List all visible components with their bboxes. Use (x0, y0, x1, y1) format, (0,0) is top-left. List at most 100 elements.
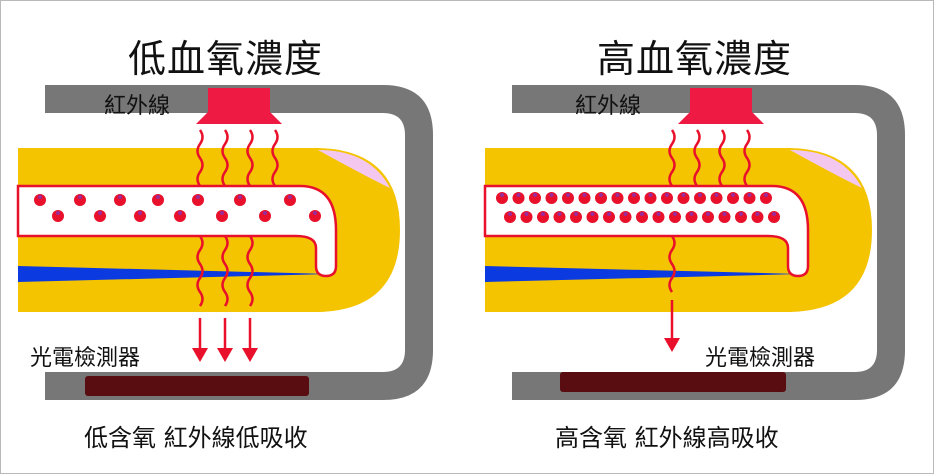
right-blood-cell-dot (640, 212, 644, 216)
left-title: 低血氧濃度 (128, 37, 324, 81)
right-blood-cell-dot (574, 212, 578, 216)
left-ir-wave-transmitted (246, 235, 254, 307)
right-ir-wave-incoming (668, 129, 676, 187)
right-blood-cell-dot (516, 193, 521, 197)
left-blood-cell (259, 210, 271, 222)
left-blood-cell (74, 194, 86, 206)
left-ir-wave-incoming (221, 129, 229, 187)
right-blood-cell-dot (500, 193, 504, 197)
right-blood-cell-dot (656, 212, 661, 216)
left-arrowhead (242, 348, 258, 362)
right-detector-label: 光電檢測器 (705, 346, 816, 371)
right-blood-cell (562, 192, 574, 204)
right-ir-label: 紅外線 (575, 94, 642, 119)
right-ir-emitter (690, 88, 752, 112)
left-ir-wave-incoming (196, 129, 204, 187)
right-blood-cell-dot (549, 193, 554, 197)
right-photodetector (560, 372, 786, 392)
left-blood-cell (192, 194, 204, 206)
left-blood-cell-dot (38, 195, 42, 199)
right-blood-cell (496, 192, 508, 204)
left-blood-cell-dot (138, 211, 142, 215)
left-arrowhead (217, 348, 233, 362)
right-blood-cell (702, 211, 714, 223)
left-blood-cell (216, 210, 228, 222)
right-blood-cell (694, 192, 706, 204)
right-blood-cell (628, 192, 640, 204)
right-blood-cell-dot (698, 193, 702, 197)
left-blood-cell-dot (78, 195, 82, 199)
left-blood-cell (234, 194, 246, 206)
right-blood-cell-dot (508, 212, 512, 216)
right-blood-cell-dot (714, 193, 719, 197)
left-diagram (16, 85, 433, 400)
right-blood-cell (512, 192, 525, 204)
left-nail-icon (318, 150, 390, 188)
right-blood-cell (768, 211, 780, 223)
right-blood-cell-dot (599, 193, 603, 197)
right-blood-cell-dot (681, 193, 686, 197)
right-ir-wave-incoming (743, 129, 751, 187)
left-blood-cell-dot (98, 211, 102, 215)
left-ir-label: 紅外線 (104, 94, 171, 119)
left-blood-cell (114, 194, 126, 206)
right-vein-icon (485, 266, 800, 282)
right-blood-cell (603, 211, 615, 223)
right-blood-cell (727, 192, 739, 204)
right-blood-cell (718, 211, 731, 223)
left-ir-emitter-lens (196, 112, 282, 124)
right-blood-cell-dot (689, 212, 694, 216)
right-nail-icon (790, 150, 862, 188)
left-ir-wave-transmitted (196, 235, 204, 307)
right-blood-cell-dot (739, 212, 743, 216)
left-ir-emitter (208, 88, 270, 112)
right-blood-cell (504, 211, 516, 223)
right-blood-cell (545, 192, 558, 204)
right-blood-cell-dot (557, 212, 562, 216)
right-blood-cell (553, 211, 566, 223)
left-photodetector (85, 376, 309, 396)
right-blood-cell-dot (541, 212, 545, 216)
right-blood-cell (636, 211, 648, 223)
left-caption: 低含氧 紅外線低吸收 (84, 424, 308, 452)
right-blood-cell (685, 211, 698, 223)
right-blood-cell-dot (615, 193, 620, 197)
left-blood-cell (284, 194, 296, 206)
right-blood-cell (751, 211, 764, 223)
right-caption: 高含氧 紅外線高吸收 (555, 424, 779, 452)
left-arrowhead (192, 348, 208, 362)
left-blood-cell-dot (118, 195, 122, 199)
right-blood-cell-dot (533, 193, 537, 197)
right-ir-wave-transmitted (668, 235, 676, 293)
right-blood-cell-dot (590, 212, 595, 216)
right-blood-cell (570, 211, 582, 223)
right-blood-cell (677, 192, 690, 204)
right-ir-wave-incoming (718, 129, 726, 187)
left-ir-wave-incoming (271, 129, 279, 187)
left-blood-cell (52, 210, 64, 222)
right-blood-cell-dot (648, 193, 653, 197)
right-blood-cell-dot (607, 212, 611, 216)
right-blood-cell-dot (772, 212, 776, 216)
left-blood-cell-dot (288, 195, 292, 199)
left-blood-cell (174, 210, 186, 222)
right-blood-cell (652, 211, 665, 223)
right-blood-cell (611, 192, 624, 204)
right-blood-cell-dot (706, 212, 710, 216)
right-blood-cell-dot (623, 212, 628, 216)
right-blood-cell (669, 211, 681, 223)
right-blood-cell (735, 211, 747, 223)
right-blood-cell (529, 192, 541, 204)
left-blood-cell (134, 210, 146, 222)
right-blood-cell-dot (722, 212, 727, 216)
left-blood-cell (309, 210, 321, 222)
left-blood-cell-dot (196, 195, 200, 199)
left-vein-icon (18, 266, 330, 282)
right-blood-cell-dot (747, 193, 752, 197)
right-blood-cell (595, 192, 607, 204)
left-blood-cell-dot (178, 211, 182, 215)
left-blood-cell-dot (263, 211, 267, 215)
left-blood-cell (152, 194, 164, 206)
right-blood-cell (578, 192, 591, 204)
